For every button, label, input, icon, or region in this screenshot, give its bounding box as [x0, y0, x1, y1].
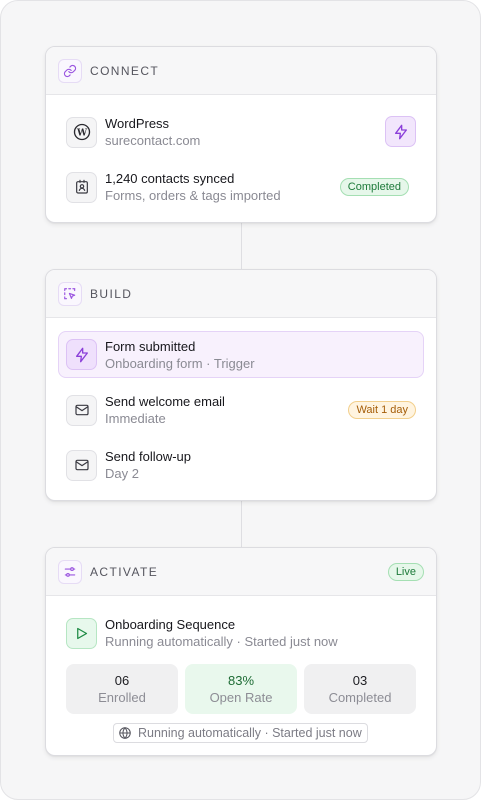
- stat-label: Completed: [328, 689, 392, 705]
- status-footer-text: Running automatically · Started just now: [138, 726, 362, 740]
- stat-label: Enrolled: [98, 689, 146, 705]
- row-subtitle: Day 2: [105, 466, 139, 481]
- lightning-icon: [394, 124, 407, 139]
- link-icon: [58, 58, 82, 83]
- connect-card: CONNECT W WordPress surecontact.com: [45, 46, 437, 223]
- lightning-icon: [66, 339, 97, 370]
- activate-title: ACTIVATE: [90, 564, 159, 579]
- connect-row-contacts[interactable]: 1,240 contacts synced Forms, orders & ta…: [58, 164, 424, 210]
- stat-value: 03: [352, 672, 368, 688]
- stat-completed: 03 Completed: [304, 664, 416, 714]
- contact-card-icon: [66, 171, 97, 203]
- row-subtitle: Immediate: [105, 411, 166, 426]
- row-title: Send follow-up: [105, 449, 191, 464]
- activate-row-sequence[interactable]: Onboarding Sequence Running automaticall…: [58, 610, 424, 656]
- build-row-follow-up[interactable]: Send follow-up Day 2: [58, 442, 424, 488]
- build-title: BUILD: [90, 286, 133, 301]
- connect-header: CONNECT: [46, 47, 436, 95]
- delay-badge: Wait 1 day: [348, 401, 416, 419]
- connect-row-wordpress[interactable]: W WordPress surecontact.com: [58, 109, 424, 155]
- activate-card: ACTIVATE Live Onboarding Sequence Runnin…: [45, 547, 437, 756]
- row-subtitle: Running automatically · Started just now: [105, 634, 338, 649]
- stat-value: 83%: [227, 672, 255, 688]
- stat-label: Open Rate: [209, 689, 273, 705]
- svg-text:W: W: [75, 128, 87, 138]
- row-title: Form submitted: [105, 338, 196, 354]
- row-subtitle: Onboarding form · Trigger: [105, 355, 255, 371]
- stat-value: 06: [114, 672, 130, 688]
- build-card: BUILD Form submitted Onboarding form · T…: [45, 269, 437, 501]
- mail-icon: [66, 394, 97, 426]
- globe-icon: [119, 726, 131, 740]
- row-title: WordPress: [105, 116, 170, 131]
- build-header: BUILD: [46, 270, 436, 318]
- sliders-icon: [58, 559, 82, 584]
- status-badge: Completed: [339, 178, 409, 196]
- activate-header: ACTIVATE Live: [46, 548, 436, 596]
- status-footer: Running automatically · Started just now: [113, 723, 368, 743]
- select-cursor-icon: [58, 281, 82, 306]
- lightning-button[interactable]: [385, 116, 416, 147]
- play-icon: [66, 617, 97, 649]
- row-subtitle: Forms, orders & tags imported: [105, 188, 281, 203]
- build-row-welcome-email[interactable]: Send welcome email Immediate Wait 1 day: [58, 387, 424, 433]
- row-title: Onboarding Sequence: [105, 617, 236, 632]
- stat-open-rate: 83% Open Rate: [185, 664, 297, 714]
- live-badge: Live: [387, 563, 424, 581]
- stat-enrolled: 06 Enrolled: [66, 664, 178, 714]
- build-row-trigger[interactable]: Form submitted Onboarding form · Trigger: [58, 331, 424, 378]
- row-subtitle: surecontact.com: [105, 133, 201, 148]
- flow-connector: [241, 501, 242, 547]
- wordpress-icon: W: [66, 116, 97, 148]
- mail-icon: [66, 449, 97, 481]
- connect-title: CONNECT: [90, 63, 160, 78]
- flow-connector: [241, 223, 242, 269]
- row-title: 1,240 contacts synced: [105, 171, 235, 186]
- row-title: Send welcome email: [105, 394, 225, 409]
